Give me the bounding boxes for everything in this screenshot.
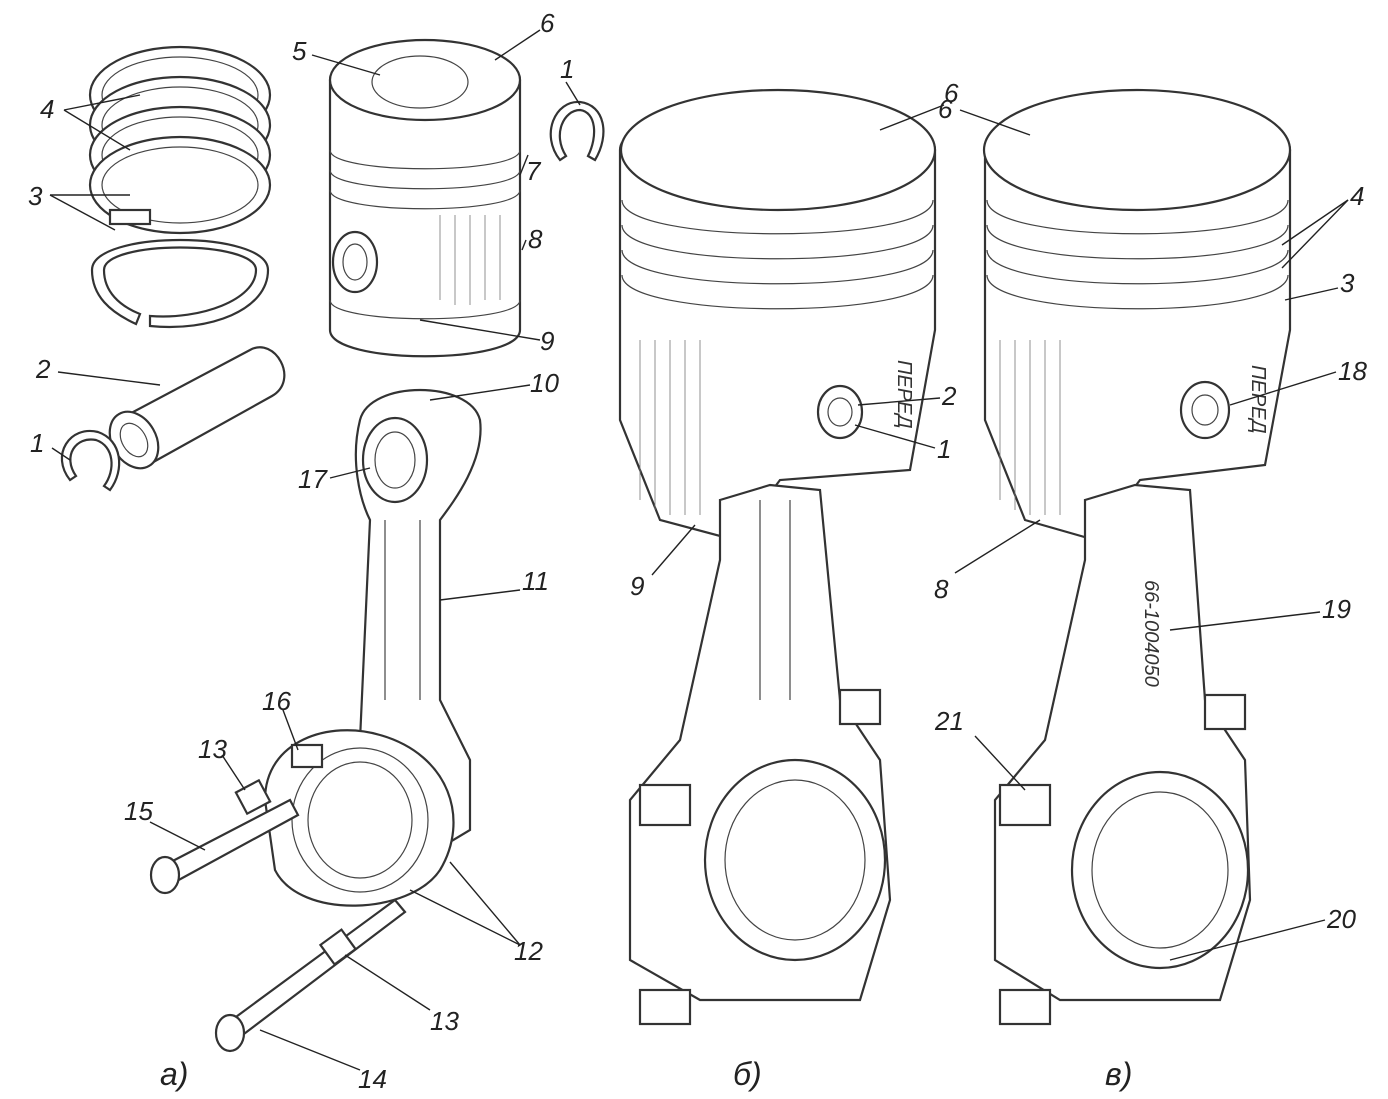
label-7-a: 7 [526, 156, 542, 186]
label-3-c: 3 [1340, 268, 1355, 298]
label-18-c: 18 [1338, 356, 1367, 386]
exploded-assembly [60, 38, 605, 1053]
piston-embossed-text-c: ПЕРЕД [1247, 365, 1269, 434]
label-17-a: 17 [298, 464, 328, 494]
part-labels: 4 3 2 1 5 6 1 7 8 9 10 17 11 16 13 15 12… [28, 8, 1367, 1094]
label-20-c: 20 [1326, 904, 1356, 934]
leader-lines [49, 29, 1349, 1071]
assembled-side-view: ПЕРЕД 66-1004050 [982, 88, 1292, 1026]
label-6-c: 6 [938, 94, 953, 124]
label-4-c: 4 [1350, 181, 1364, 211]
label-4-a: 4 [40, 94, 54, 124]
label-1-a-top: 1 [560, 54, 574, 84]
label-11-a: 11 [522, 566, 549, 596]
assembled-front-view: ПЕРЕД [618, 88, 937, 1026]
caption-c: в) [1105, 1056, 1132, 1092]
label-15-a: 15 [124, 796, 153, 826]
label-6-a: 6 [540, 8, 555, 38]
connecting-rod-exploded [263, 388, 482, 907]
piston-embossed-text-b: ПЕРЕД [893, 360, 915, 429]
label-14-a: 14 [358, 1064, 387, 1094]
label-12-a: 12 [514, 936, 543, 966]
label-10-a: 10 [530, 368, 559, 398]
label-9-b: 9 [630, 571, 644, 601]
view-captions: а) б) в) [160, 1056, 1132, 1092]
label-8-c: 8 [934, 574, 949, 604]
label-2-a: 2 [35, 354, 51, 384]
rod-bolt-lower [214, 898, 407, 1053]
label-1-a-left: 1 [30, 428, 44, 458]
lock-ring-left-icon [60, 429, 121, 492]
label-1-b: 1 [937, 434, 951, 464]
label-9-a: 9 [540, 326, 554, 356]
label-13-a-upper: 13 [198, 734, 227, 764]
label-21-c: 21 [934, 706, 964, 736]
label-2-b: 2 [941, 381, 957, 411]
caption-b: б) [733, 1056, 762, 1092]
piston-exploded [328, 38, 522, 358]
label-8-a: 8 [528, 224, 543, 254]
rod-embossed-text: 66-1004050 [1140, 580, 1162, 687]
caption-a: а) [160, 1056, 188, 1092]
label-16-a: 16 [262, 686, 291, 716]
label-13-a-lower: 13 [430, 1006, 459, 1036]
label-6-b: 6 [944, 78, 959, 108]
piston-rings [88, 45, 272, 328]
label-5-a: 5 [292, 36, 307, 66]
rod-bolt-upper [149, 778, 300, 895]
piston-pin [108, 346, 286, 470]
label-3-a: 3 [28, 181, 43, 211]
lock-ring-right-icon [549, 100, 605, 162]
label-19-c: 19 [1322, 594, 1351, 624]
